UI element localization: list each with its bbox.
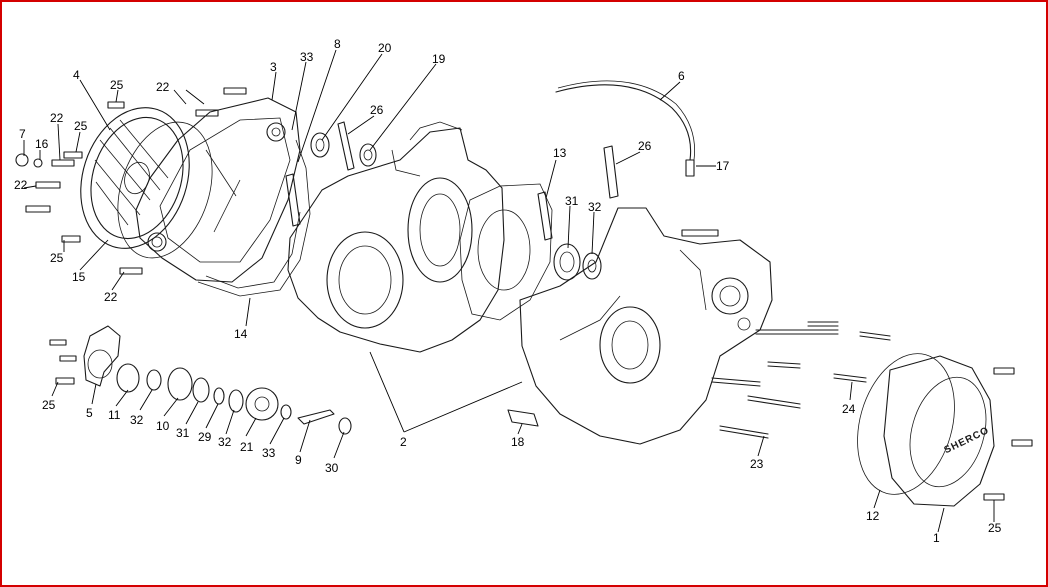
cover-brand-text: SHERCO xyxy=(943,425,992,456)
callout-25: 25 xyxy=(110,78,124,92)
part-right-cover: SHERCO xyxy=(857,353,995,507)
part-cover-gasket xyxy=(117,121,213,259)
part-studs xyxy=(285,121,619,241)
part-decal-plate xyxy=(507,409,539,427)
callout-30: 30 xyxy=(325,461,339,475)
callout-25: 25 xyxy=(50,251,64,265)
part-clutch-cover xyxy=(80,107,190,249)
callout-21: 21 xyxy=(240,440,254,454)
callout-32: 32 xyxy=(218,435,232,449)
callout-22: 22 xyxy=(104,290,118,304)
callout-32: 32 xyxy=(588,200,602,214)
leader-lines xyxy=(23,49,995,533)
callout-22: 22 xyxy=(14,178,28,192)
callout-11: 11 xyxy=(108,408,121,422)
part-side-gasket xyxy=(197,139,311,297)
callout-8: 8 xyxy=(334,37,341,51)
part-ignition-cover xyxy=(135,97,301,283)
callout-labels: 4 25 22 3 33 8 20 19 6 7 16 22 25 26 22 … xyxy=(14,37,1002,545)
callout-17: 17 xyxy=(716,159,730,173)
callout-31: 31 xyxy=(565,194,579,208)
part-crankcase-right xyxy=(519,207,773,445)
callout-7: 7 xyxy=(19,127,26,141)
callout-3: 3 xyxy=(270,60,277,74)
callout-20: 20 xyxy=(378,41,392,55)
callout-25: 25 xyxy=(988,521,1002,535)
callout-33: 33 xyxy=(300,50,314,64)
callout-22: 22 xyxy=(50,111,64,125)
callout-14: 14 xyxy=(234,327,248,341)
callout-16: 16 xyxy=(35,137,49,151)
callout-1: 1 xyxy=(933,531,940,545)
callout-26: 26 xyxy=(638,139,652,153)
callout-18: 18 xyxy=(511,435,525,449)
callout-33: 33 xyxy=(262,446,276,460)
part-case-gasket xyxy=(459,183,553,321)
callout-31: 31 xyxy=(176,426,190,440)
callout-29: 29 xyxy=(198,430,212,444)
callout-5: 5 xyxy=(86,406,93,420)
callout-26: 26 xyxy=(370,103,384,117)
part-crankcase-left xyxy=(287,121,505,353)
callout-24: 24 xyxy=(842,402,856,416)
callout-12: 12 xyxy=(866,509,880,523)
callout-15: 15 xyxy=(72,270,86,284)
callout-19: 19 xyxy=(432,52,446,66)
callout-32: 32 xyxy=(130,413,144,427)
callout-25: 25 xyxy=(74,119,88,133)
part-long-bolts xyxy=(711,321,891,439)
callout-25: 25 xyxy=(42,398,56,412)
part-breather-hose xyxy=(555,80,695,177)
part-seals-top xyxy=(310,132,377,167)
callout-6: 6 xyxy=(678,69,685,83)
callout-22: 22 xyxy=(156,80,170,94)
callout-23: 23 xyxy=(750,457,764,471)
callout-2: 2 xyxy=(400,435,407,449)
part-water-pump xyxy=(83,325,352,435)
callout-4: 4 xyxy=(73,68,80,82)
callout-13: 13 xyxy=(553,146,567,160)
callout-10: 10 xyxy=(156,419,170,433)
callout-9: 9 xyxy=(295,453,302,467)
